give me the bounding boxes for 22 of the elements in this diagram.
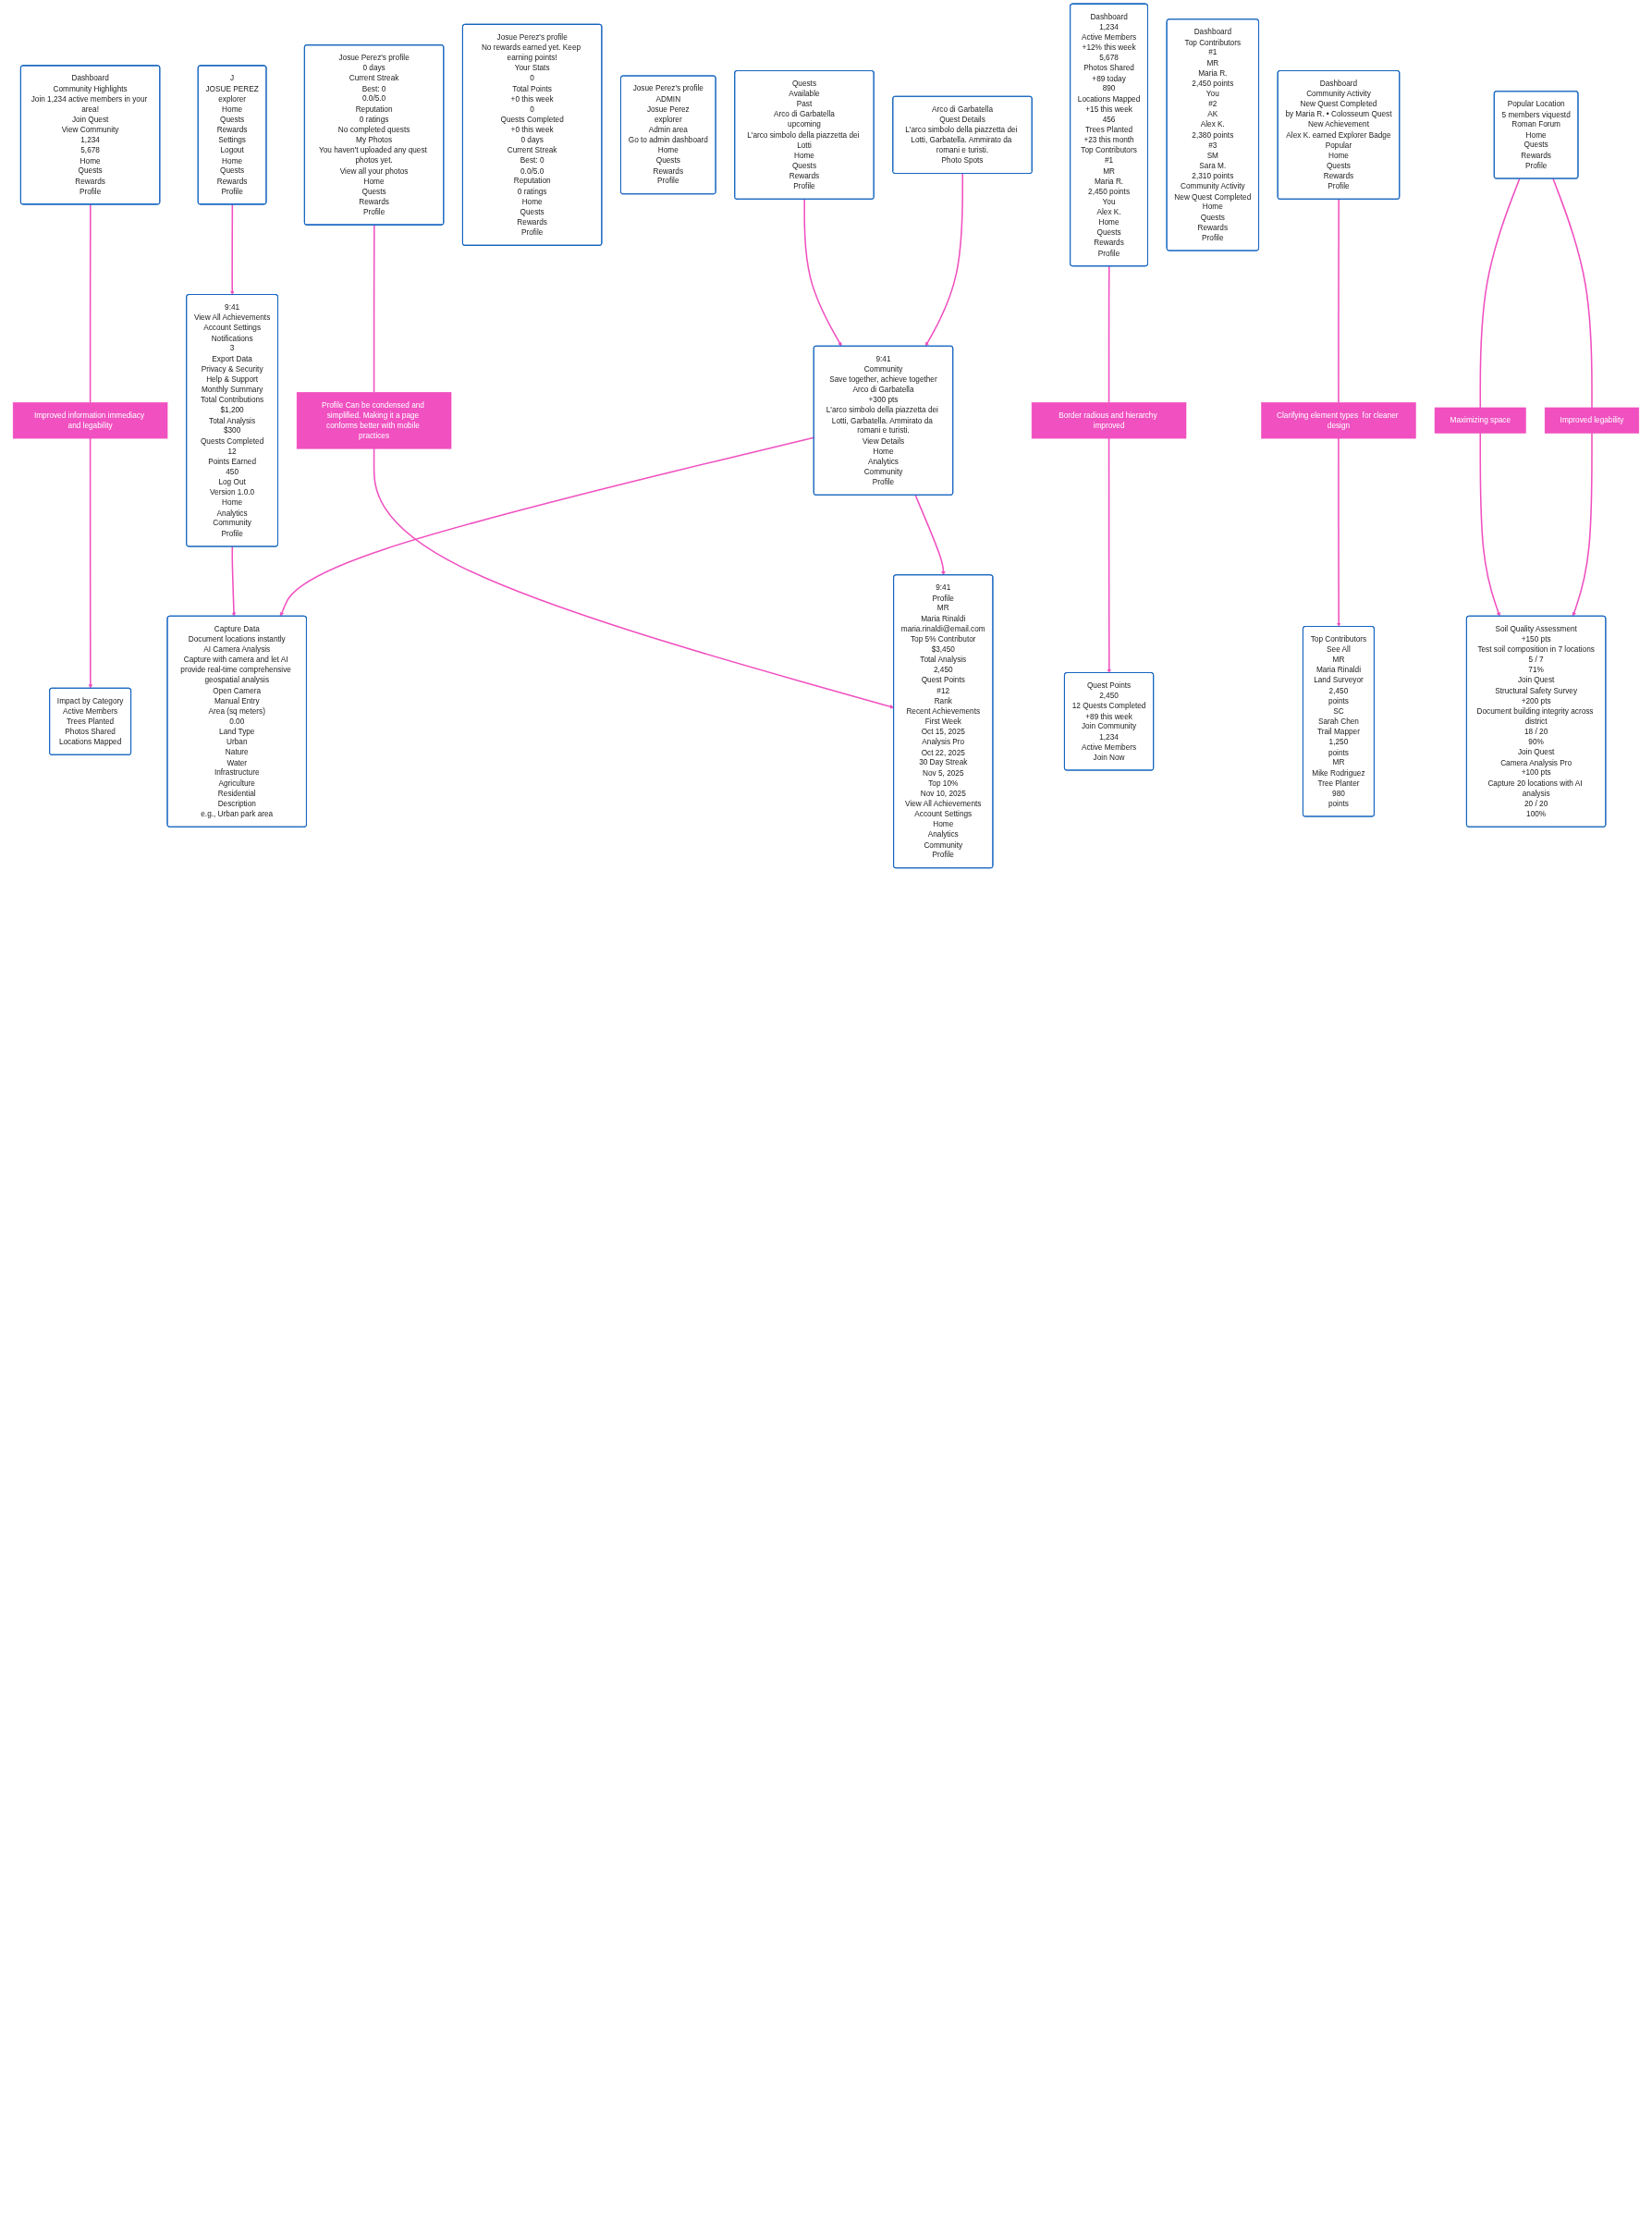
connector [1338,198,1340,404]
arrow [88,437,93,689]
connector [1479,178,1521,409]
arrow [803,198,842,347]
connector [373,224,375,394]
arrow [925,173,964,347]
node-box [1261,402,1416,439]
arrow [231,546,237,617]
node-box [1031,402,1187,439]
connector [1552,178,1593,409]
connector [89,203,92,404]
arrow [914,494,946,576]
arrow [1479,432,1501,617]
node-box [12,402,168,439]
connector [1107,265,1110,404]
arrow [1107,437,1112,673]
arrow [1336,437,1341,627]
node-box [1544,407,1640,434]
arrow [1572,432,1593,617]
node-box [296,392,452,449]
arrow [230,203,235,295]
node-box [1434,407,1526,434]
